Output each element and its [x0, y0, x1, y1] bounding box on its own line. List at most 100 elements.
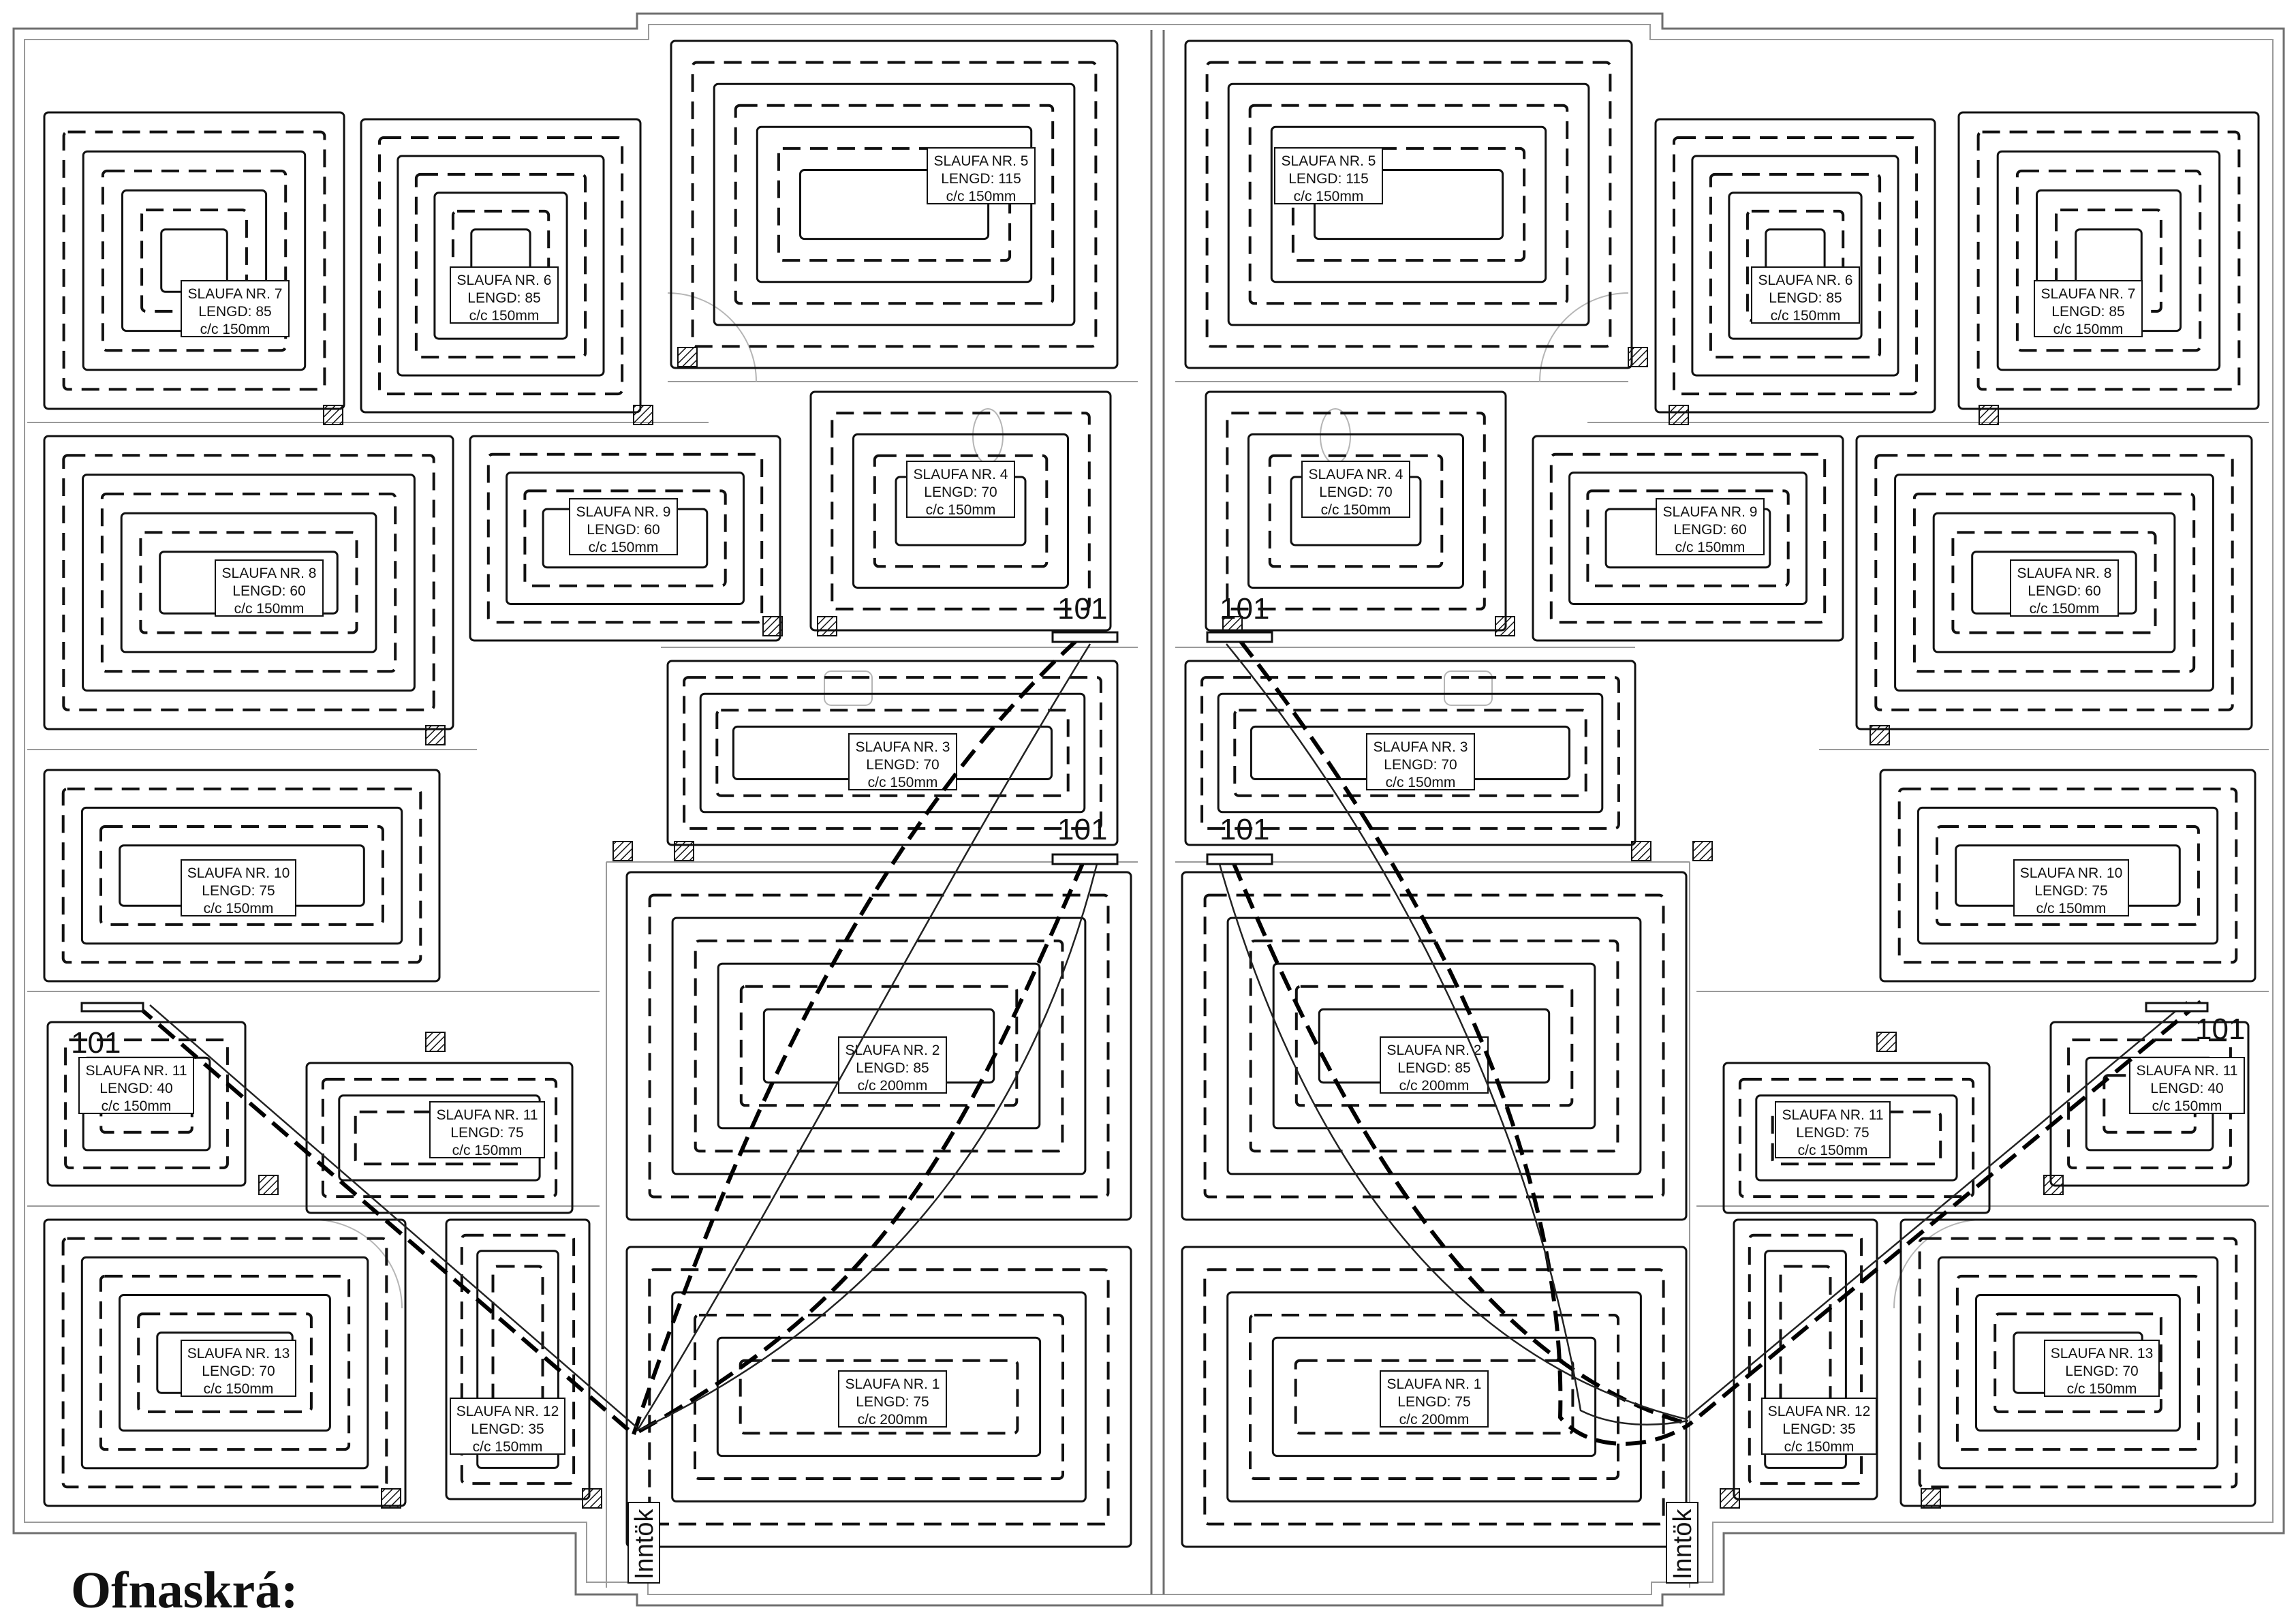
pipe-ring [451, 209, 550, 322]
loop-length: LENGD: 60 [2028, 583, 2100, 599]
hatched-point [381, 1488, 401, 1509]
loop-title: SLAUFA NR. 3 [856, 739, 950, 755]
loop-spacing: c/c 150mm [2067, 1381, 2137, 1397]
loop-label-box [78, 1057, 194, 1114]
pipe-ring [46, 1021, 247, 1187]
manifold-bar [1051, 853, 1119, 865]
pipe-ring [433, 191, 568, 340]
loop-length: LENGD: 115 [1288, 171, 1369, 187]
manifold-bar [1206, 631, 1273, 643]
hatched-point [2043, 1175, 2064, 1195]
hatched-point [1669, 405, 1689, 425]
pipe-ring [671, 916, 1087, 1175]
pipe-ring [648, 893, 1110, 1199]
loop-label-box [1380, 1036, 1489, 1094]
loop-length: LENGD: 35 [1782, 1421, 1855, 1437]
feeder-line [149, 1004, 638, 1428]
loop-title: SLAUFA NR. 11 [1782, 1107, 1883, 1123]
loop-length: LENGD: 70 [2065, 1363, 2138, 1379]
loop-title: SLAUFA NR. 11 [85, 1063, 187, 1079]
pipe-ring [100, 492, 397, 673]
loop-label-box [2034, 280, 2143, 337]
loop-spacing: c/c 200mm [1399, 1078, 1470, 1094]
hatched-point [1921, 1488, 1941, 1509]
pipe-ring [1654, 118, 1936, 414]
pipe-ring [139, 531, 358, 634]
pipe-ring [43, 111, 345, 410]
loop-length: LENGD: 40 [99, 1081, 172, 1096]
pipe-ring [683, 676, 1102, 830]
loop-title: SLAUFA NR. 1 [846, 1376, 940, 1392]
pipe-ring [1205, 390, 1507, 632]
loop-title: SLAUFA NR. 11 [436, 1107, 538, 1123]
loop-length: LENGD: 85 [1397, 1060, 1470, 1076]
loop-spacing: c/c 150mm [946, 189, 1017, 204]
pipe-ring [1184, 660, 1636, 846]
loop-title: SLAUFA NR. 8 [222, 566, 317, 581]
loop-spacing: c/c 150mm [1294, 189, 1364, 204]
pipe-ring [1294, 985, 1574, 1107]
pipe-ring [671, 1291, 1087, 1502]
loop-length: LENGD: 70 [866, 757, 939, 773]
pipe-ring [1314, 169, 1504, 241]
loop-title: SLAUFA NR. 10 [2020, 865, 2123, 881]
loop-title: SLAUFA NR. 12 [456, 1404, 559, 1419]
loop-spacing: c/c 150mm [234, 601, 305, 617]
loop-label-box [1301, 461, 1410, 518]
pipe-ring [1755, 1094, 1958, 1182]
pipe-ring [101, 169, 288, 352]
loop-title: SLAUFA NR. 4 [1309, 467, 1403, 482]
pipe-ring [1272, 962, 1596, 1130]
loop-label-box [1751, 266, 1860, 324]
loop-title: SLAUFA NR. 8 [2017, 566, 2112, 581]
loop-spacing: c/c 150mm [102, 1098, 172, 1114]
loop-length: LENGD: 35 [471, 1421, 544, 1437]
manifold-tag: 101 [2195, 1013, 2245, 1046]
feeder-line [632, 638, 1079, 1435]
pipe-ring [62, 130, 326, 391]
pipe-ring [61, 1237, 388, 1489]
pipe-ring [305, 1062, 574, 1214]
pipe-ring [1227, 82, 1590, 326]
pipe-ring [1894, 474, 2214, 692]
pipe-ring [64, 1038, 229, 1169]
pipe-ring [43, 435, 454, 730]
loop-label-box [927, 147, 1036, 204]
manifold-bar [1206, 853, 1273, 865]
loop-label-box [1775, 1101, 1891, 1158]
pipe-ring [321, 1077, 558, 1199]
loop-length: LENGD: 85 [856, 1060, 929, 1076]
pipe-ring [739, 985, 1019, 1107]
hatched-point [1631, 841, 1651, 861]
loop-label-box [848, 733, 957, 790]
pipe-ring [1709, 172, 1882, 359]
loop-title: SLAUFA NR. 11 [2136, 1063, 2237, 1079]
pipe-ring [1184, 40, 1633, 369]
loop-spacing: c/c 150mm [1321, 502, 1391, 518]
pipe-ring [82, 474, 416, 692]
loop-length: LENGD: 70 [924, 484, 997, 500]
loop-spacing: c/c 150mm [2036, 901, 2107, 916]
feeder-line [1238, 639, 1691, 1446]
pipe-ring [1874, 454, 2234, 711]
feeder-line [632, 861, 1085, 1436]
hatched-point [1876, 1032, 1897, 1052]
pipe-ring [1691, 155, 1899, 377]
pipe-ring [713, 82, 1076, 326]
loop-label-box [2013, 859, 2129, 916]
pipe-ring [1912, 492, 2196, 673]
hatched-points [258, 347, 2064, 1509]
pipe-ring [1917, 806, 2219, 945]
pipe-ring [1226, 412, 1486, 611]
pipe-ring [414, 172, 587, 359]
pipe-ring [1897, 787, 2238, 964]
